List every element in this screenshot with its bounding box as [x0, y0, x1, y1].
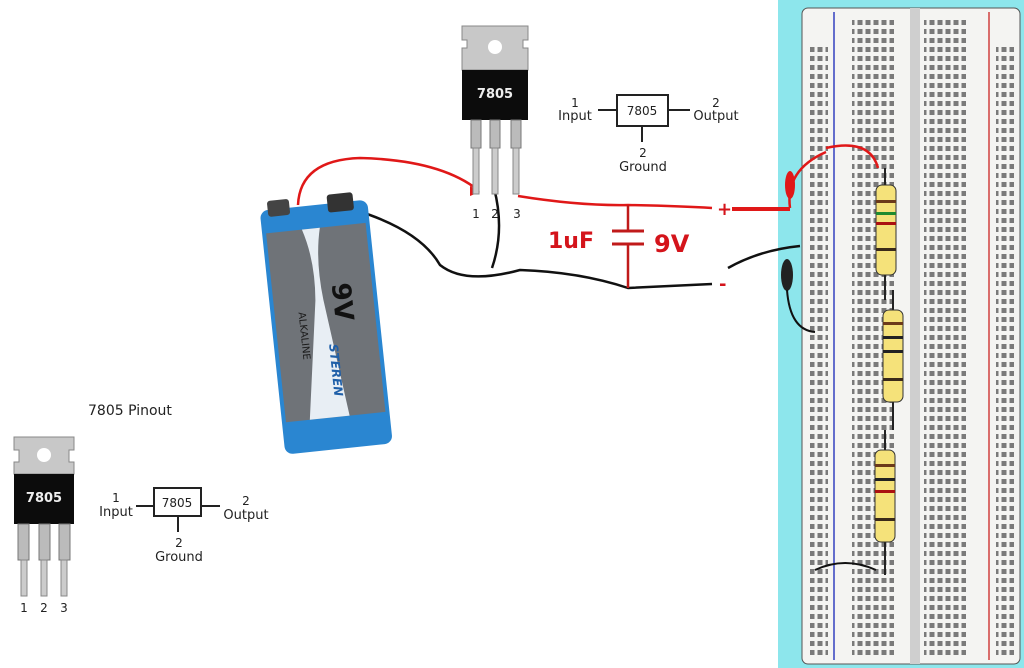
minus-label: -	[719, 274, 726, 295]
wire-battery-positive	[296, 156, 479, 206]
wire-ground	[354, 208, 713, 290]
pinout-title: 7805 Pinout	[88, 403, 172, 419]
pinout-output-label: Output	[223, 508, 268, 523]
battery-9v: ALKALINE 9V STEREN	[260, 192, 392, 454]
pin-2-label: 2	[491, 207, 499, 221]
right-terminal-holes	[924, 20, 966, 656]
input-label: Input	[558, 109, 592, 124]
jumper-wire	[814, 562, 877, 571]
wire-ground-pin2	[490, 187, 501, 269]
battery-voltage-label: 9V	[325, 281, 359, 322]
center-channel	[910, 8, 920, 664]
pinout-part-label: 7805	[26, 491, 62, 506]
resistor-3	[874, 430, 896, 575]
voltage-label: 9V	[654, 230, 690, 258]
ground-number: 2	[639, 146, 647, 160]
plus-label: +	[717, 199, 732, 220]
jumper-wire-red	[825, 144, 880, 169]
left-rail-holes	[810, 44, 828, 656]
clip-black	[781, 259, 793, 291]
pinout-input-number: 1	[112, 491, 120, 505]
resistor-2	[882, 290, 904, 430]
regulator-symbol-pinout	[136, 487, 220, 532]
output-label: Output	[693, 109, 738, 124]
pin-3-label: 3	[513, 207, 521, 221]
clip-red	[785, 171, 795, 199]
output-number: 2	[712, 96, 720, 110]
pinout-pin-2: 2	[40, 601, 48, 615]
regulator-pinout	[13, 436, 75, 597]
breadboard	[778, 0, 1024, 668]
pinout-output-number: 2	[242, 494, 250, 508]
symbol-box-label: 7805	[627, 104, 658, 118]
pin-1-label: 1	[472, 207, 480, 221]
wire-negative-rail	[727, 244, 801, 270]
regulator-symbol-top	[598, 94, 690, 142]
pinout-pin-1: 1	[20, 601, 28, 615]
pinout-pin-3: 3	[60, 601, 68, 615]
pinout-ground-number: 2	[175, 536, 183, 550]
ground-label: Ground	[619, 160, 667, 175]
pinout-ground-label: Ground	[155, 550, 203, 565]
capacitor-label: 1uF	[548, 229, 594, 254]
input-number: 1	[571, 96, 579, 110]
pinout-input-label: Input	[99, 505, 133, 520]
capacitor	[612, 205, 644, 288]
regulator-part-label: 7805	[477, 87, 513, 102]
pinout-symbol-box-label: 7805	[162, 496, 193, 510]
regulator-top	[461, 25, 529, 195]
battery-type-label: ALKALINE	[296, 312, 312, 361]
resistor-1	[875, 168, 897, 300]
right-rail-holes	[996, 44, 1014, 656]
battery-brand-label: STEREN	[326, 343, 345, 397]
wire-output	[517, 194, 713, 210]
